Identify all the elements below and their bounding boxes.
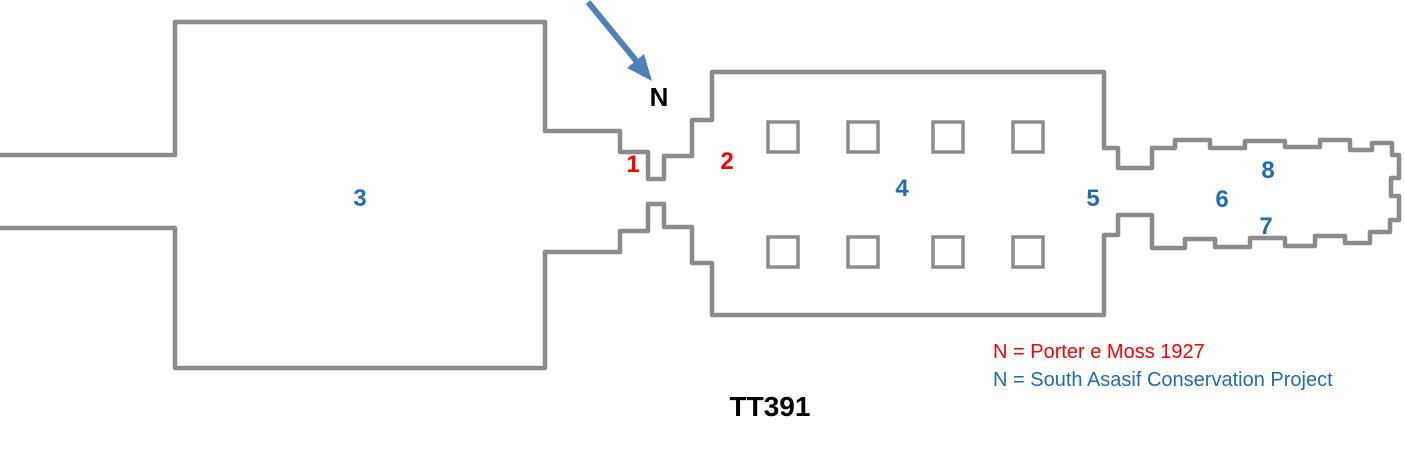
legend-entry-south-asasif: N = South Asasif Conservation Project [993,369,1333,391]
room-label-5: 5 [1086,185,1100,212]
pillar [846,120,880,154]
plan-title: TT391 [729,391,811,422]
pillar [766,120,800,154]
room-label-4: 4 [895,175,909,202]
room-label-2: 2 [720,148,734,175]
room-label-8: 8 [1261,157,1275,184]
north-indicator-label: N [649,82,669,112]
pillar [846,235,880,269]
pillar [766,235,800,269]
pillar [931,120,965,154]
room-label-3: 3 [353,185,367,212]
entrance-arrow-icon [585,0,652,81]
room-label-1: 1 [626,151,640,178]
pillar [931,235,965,269]
room-label-7: 7 [1259,213,1273,240]
tomb-wall-outline [0,19,1402,371]
legend-entry-porter-moss: N = Porter e Moss 1927 [993,341,1205,363]
pillar [1011,120,1045,154]
room-label-6: 6 [1215,186,1229,213]
pillar [1011,235,1045,269]
